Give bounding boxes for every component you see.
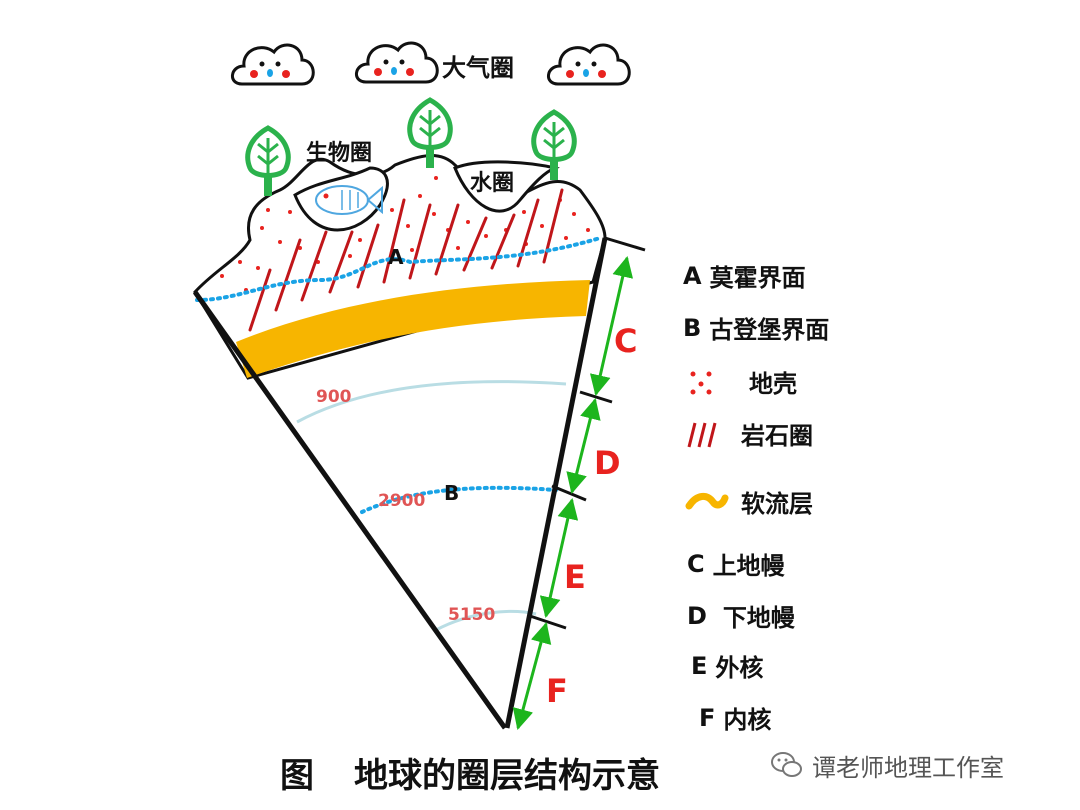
watermark-text: 谭老师地理工作室 xyxy=(812,753,1004,782)
legend-text: 外核 xyxy=(715,654,764,682)
legend-item: D 下地幔 xyxy=(687,598,795,633)
fish-icon xyxy=(315,185,383,215)
legend-text: 古登堡界面 xyxy=(709,316,830,344)
red-hatch-icon xyxy=(687,422,717,447)
watermark: 谭老师地理工作室 xyxy=(770,745,1004,785)
legend-item: F 内核 xyxy=(699,700,771,735)
asthenosphere-band xyxy=(236,280,590,378)
figure-label: 图 xyxy=(280,756,314,796)
legend-key: C xyxy=(687,549,705,578)
depth-line-5150 xyxy=(435,609,537,632)
legend-item: 岩石圈 xyxy=(687,416,813,451)
layer-arrows xyxy=(512,255,634,731)
legend-text: 下地幔 xyxy=(722,604,795,632)
hydrosphere-label: 水圈 xyxy=(470,171,514,196)
point-b-label: B xyxy=(444,481,459,505)
legend-text: 莫霍界面 xyxy=(709,264,806,292)
segment-f-label: F xyxy=(546,672,568,710)
legend-text: 地壳 xyxy=(749,370,797,398)
segment-d-label: D xyxy=(594,444,621,482)
legend-item: E 外核 xyxy=(691,648,763,683)
wedge-left-edge xyxy=(192,290,508,730)
depth-label: 5150 xyxy=(448,605,495,625)
legend: A 莫霍界面 B 古登堡界面 地壳 岩石圈 软流层 C 上地幔 D 下地幔 xyxy=(683,0,903,740)
figure-title: 地球的圈层结构示意 xyxy=(354,756,660,796)
legend-key: D xyxy=(687,601,707,630)
depth-line-900 xyxy=(296,380,567,424)
water-pocket xyxy=(453,160,560,213)
water-pocket xyxy=(293,166,389,232)
tree-icon xyxy=(531,109,577,180)
legend-item: 软流层 xyxy=(685,484,813,519)
moho-discontinuity xyxy=(195,236,602,302)
depth-label: 900 xyxy=(316,387,352,407)
wechat-icon xyxy=(771,752,802,777)
cloud-icon xyxy=(547,43,631,86)
point-a-label: A xyxy=(388,245,404,269)
legend-text: 岩石圈 xyxy=(741,422,813,450)
red-dots-icon xyxy=(690,371,712,394)
legend-text: 软流层 xyxy=(741,490,813,518)
lithosphere-hatches xyxy=(248,188,564,332)
atmosphere-label: 大气圈 xyxy=(442,54,514,82)
legend-text: 内核 xyxy=(723,706,772,734)
legend-item: B 古登堡界面 xyxy=(683,310,829,345)
legend-key: F xyxy=(699,703,716,732)
legend-item: C 上地幔 xyxy=(687,546,785,581)
gutenberg-discontinuity xyxy=(360,485,558,514)
legend-key: B xyxy=(683,313,702,342)
segment-c-label: C xyxy=(614,322,637,360)
figure-caption: 图地球的圈层结构示意 xyxy=(280,748,760,798)
legend-key: A xyxy=(683,261,702,290)
segment-e-label: E xyxy=(564,558,586,596)
depth-label: 2900 xyxy=(378,491,425,511)
legend-item: 地壳 xyxy=(687,364,797,399)
cloud-icon xyxy=(231,43,315,86)
biosphere-label: 生物圈 xyxy=(306,140,372,166)
tree-icon xyxy=(407,97,453,168)
tree-icon xyxy=(245,125,291,196)
cloud-icon xyxy=(355,41,439,84)
legend-item: A 莫霍界面 xyxy=(683,258,806,293)
legend-text: 上地幔 xyxy=(712,552,785,580)
orange-wave-icon xyxy=(685,492,729,509)
legend-key: E xyxy=(691,651,708,680)
crust-dots xyxy=(220,176,590,292)
